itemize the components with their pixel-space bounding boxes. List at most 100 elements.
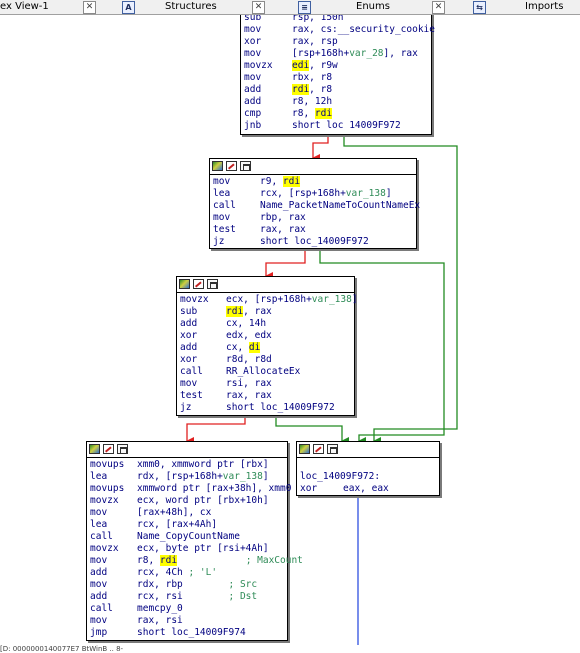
rename-icon[interactable] (103, 444, 114, 454)
graph-color-icon[interactable] (89, 444, 100, 454)
asm-operand: ], rax (383, 48, 418, 59)
rename-icon[interactable] (226, 161, 237, 171)
asm-mnemonic: add (180, 318, 198, 329)
highlighted-register[interactable]: rdi (282, 176, 301, 187)
asm-operand: Name_PacketNameToCountNameEx (260, 200, 421, 211)
asm-mnemonic: xor (244, 36, 262, 47)
graph-color-icon[interactable] (299, 444, 310, 454)
close-icon[interactable]: ✕ (83, 1, 96, 14)
edge-b2-b3 (265, 249, 306, 280)
highlighted-register[interactable]: rdi (226, 306, 244, 317)
asm-mnemonic: mov (244, 72, 262, 83)
close-icon[interactable]: ✕ (252, 1, 265, 14)
asm-operand: r8, (137, 555, 160, 566)
tab-hex-view[interactable]: ex View-1 ✕ (0, 0, 110, 14)
asm-line[interactable]: loc_14009F972: (300, 471, 380, 483)
asm-operand: [rsp+168h+ (292, 48, 350, 59)
tab-imports[interactable]: ⇆ Imports (470, 0, 580, 14)
highlighted-register[interactable]: rdi (292, 84, 310, 95)
block-view-icon[interactable] (207, 279, 218, 289)
block-view-icon[interactable] (327, 444, 338, 454)
highlighted-register[interactable]: rdi (159, 555, 178, 566)
highlighted-register[interactable]: edi (292, 60, 310, 71)
tab-structures[interactable]: A Structures ✕ (118, 0, 268, 14)
rename-icon[interactable] (313, 444, 324, 454)
rename-icon[interactable] (193, 279, 204, 289)
asm-mnemonic: mov (244, 48, 262, 59)
asm-mnemonic: mov (90, 555, 108, 566)
asm-operand: short loc_14009F972 (260, 236, 369, 247)
close-icon[interactable]: ✕ (432, 1, 445, 14)
asm-operand (177, 555, 246, 566)
asm-operand: rdx, [rsp+168h+ (137, 471, 223, 482)
block-view-icon[interactable] (240, 161, 251, 171)
tab-label: Enums (356, 1, 390, 12)
asm-line[interactable]: mov[rax+48h], cx (90, 507, 211, 519)
asm-operand: Name_CopyCountName (137, 531, 240, 542)
highlighted-register[interactable]: di (248, 342, 261, 353)
status-text: [D: 0000000140077E7 BtWinB .. 8- (0, 645, 124, 653)
asm-mnemonic: call (90, 603, 113, 614)
edge-b3-b5 (275, 416, 349, 445)
asm-line[interactable]: mov[rsp+168h+var_28], rax (244, 48, 418, 60)
asm-line[interactable] (300, 459, 343, 471)
asm-line[interactable]: call memcpy_0 (90, 603, 183, 615)
asm-operand: memcpy_0 (137, 603, 183, 614)
graph-color-icon[interactable] (212, 161, 223, 171)
asm-mnemonic: loc_14009F972: (300, 471, 381, 482)
asm-mnemonic: mov (244, 24, 262, 35)
asm-symbol: var_138 (345, 188, 386, 199)
block-view-icon[interactable] (117, 444, 128, 454)
graph-color-icon[interactable] (179, 279, 190, 289)
highlighted-register[interactable]: rdi (314, 108, 333, 119)
asm-operand: ecx, word ptr [rbx+10h] (137, 495, 269, 506)
edge-b1-b5 (343, 135, 458, 445)
tab-enums[interactable]: ≡ Enums ✕ (294, 0, 454, 14)
